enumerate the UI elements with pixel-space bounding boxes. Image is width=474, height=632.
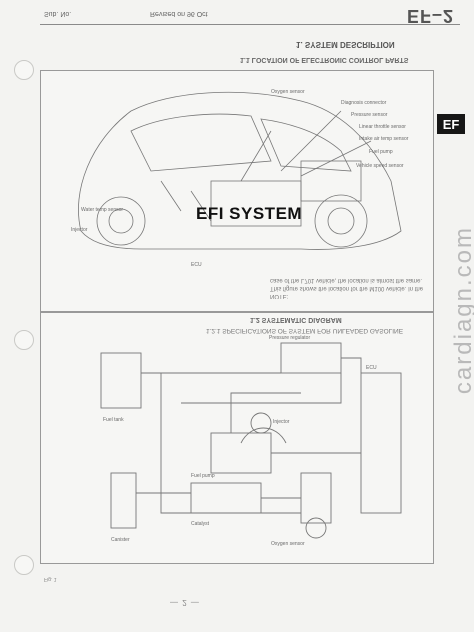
header-left-text: Sub. No. (44, 10, 72, 17)
component-label: Oxygen sensor (271, 541, 305, 547)
callout-label: Fuel pump (369, 149, 393, 155)
header-rule (40, 24, 460, 25)
callout-label: Injector (71, 227, 88, 233)
diagram2-labels: Fuel tank Fuel pump Pressure regulator I… (103, 335, 377, 547)
note-body: This figure shows the location for the M… (270, 277, 424, 291)
component-label: Fuel tank (103, 417, 124, 423)
component-label: ECU (366, 365, 377, 371)
header-revision: Revised on 96 Oct (150, 10, 208, 17)
callout-label: Pressure sensor (351, 112, 388, 118)
callout-label: Intake air temp sensor (359, 136, 409, 142)
callout-label: Water temp sensor (81, 207, 123, 213)
callout-label: Vehicle speed sensor (356, 163, 404, 169)
watermark-text: cardiagn.com (450, 226, 474, 395)
doc-code: EF–2 (406, 6, 454, 26)
component-label: Canister (111, 537, 130, 543)
efi-system-title: EFI SYSTEM (196, 204, 303, 223)
component-label: Injector (273, 419, 290, 425)
component-label: Catalyst (191, 521, 210, 527)
note-block: NOTE: This figure shows the location for… (270, 276, 430, 300)
callout-label: Diagnosis connector (341, 100, 387, 106)
callout-label: Oxygen sensor (271, 89, 305, 95)
systematic-diagram: Fuel tank Fuel pump Pressure regulator I… (40, 312, 434, 564)
car-illustration: Oxygen sensor Diagnosis connector Pressu… (71, 89, 409, 268)
section-title: 1. SYSTEM DESCRIPTION (296, 40, 395, 49)
callout-label: Linear throttle sensor (359, 124, 406, 130)
ef-section-tab[interactable]: EF (437, 114, 465, 134)
callout-label: ECU (191, 262, 202, 268)
binder-hole (14, 555, 34, 575)
location-diagram: Oxygen sensor Diagnosis connector Pressu… (40, 70, 434, 312)
section2-subtitle: 1.2.1 SPECIFICATIONS OF SYSTEM FOR UNLEA… (206, 327, 404, 334)
component-label: Pressure regulator (269, 335, 310, 341)
figure-caption: Fig. 1 (44, 576, 57, 582)
binder-hole (14, 60, 34, 80)
note-title: NOTE: (270, 293, 289, 299)
diagram1-callout-labels: Oxygen sensor Diagnosis connector Pressu… (71, 89, 409, 268)
section2-title: 1.2 SYSTEMATIC DIAGRAM (250, 316, 342, 323)
component-label: Fuel pump (191, 473, 215, 479)
binder-hole (14, 330, 34, 350)
subsection-title: 1.1 LOCATION OF ELECTRONIC CONTROL PARTS (240, 56, 409, 63)
page-number: — 2 — (170, 598, 200, 607)
system-schematic: Fuel tank Fuel pump Pressure regulator I… (100, 335, 402, 547)
